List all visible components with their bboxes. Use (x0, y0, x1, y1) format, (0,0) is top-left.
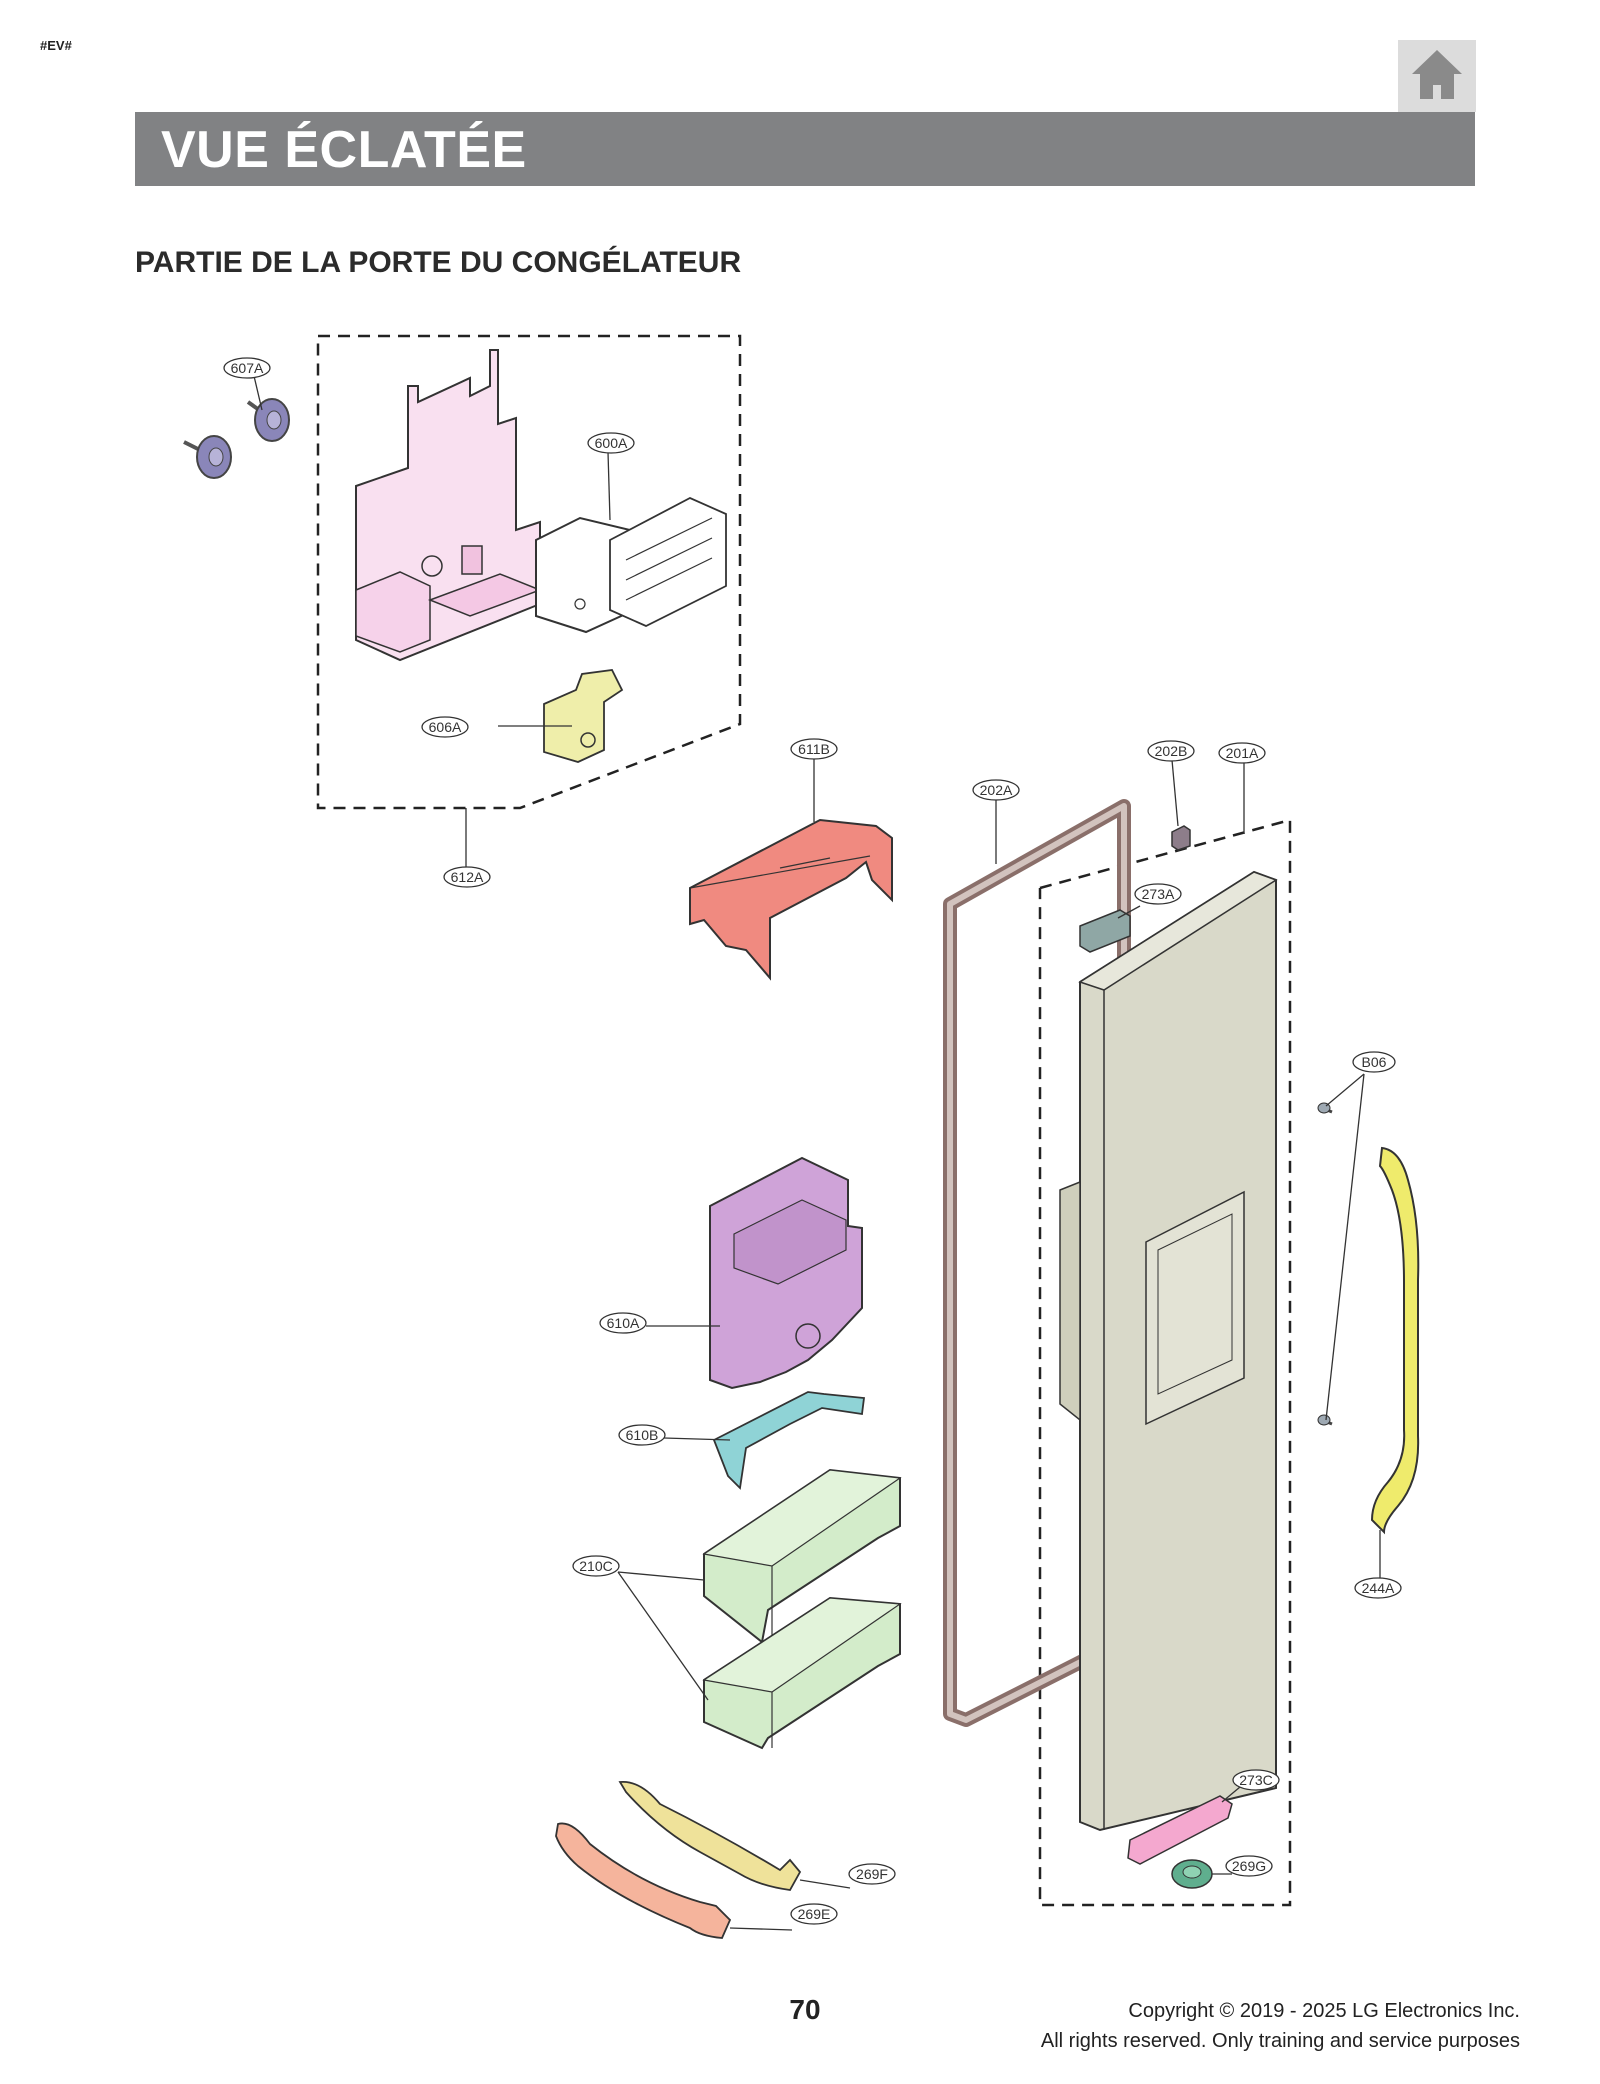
callout-269E: 269E (790, 1903, 838, 1925)
callout-269F: 269F (848, 1863, 896, 1885)
basket-210C-lower (702, 1596, 902, 1750)
svg-text:610A: 610A (607, 1315, 640, 1331)
svg-text:269E: 269E (798, 1906, 831, 1922)
svg-text:B06: B06 (1362, 1054, 1387, 1070)
svg-text:273A: 273A (1142, 886, 1175, 902)
callout-612A: 612A (443, 866, 491, 888)
callout-607A: 607A (223, 357, 271, 379)
gasket-202A (943, 799, 1131, 1727)
svg-text:606A: 606A (429, 719, 462, 735)
group-boundary-612A (316, 334, 742, 810)
plate-273C (1127, 1795, 1233, 1865)
callout-600A: 600A (587, 432, 635, 454)
icemaker-bracket (355, 349, 543, 662)
callout-B06: B06 (1352, 1051, 1396, 1073)
callout-244A: 244A (1354, 1577, 1402, 1599)
svg-text:269G: 269G (1232, 1858, 1266, 1874)
tube-269F (618, 1781, 802, 1891)
page-title: VUE ÉCLATÉE (161, 121, 527, 179)
knob-607A (183, 398, 290, 479)
callout-201A: 201A (1218, 742, 1266, 764)
basket-210C-upper (702, 1468, 902, 1644)
callout-210C: 210C (572, 1555, 620, 1577)
bracket-610B (712, 1391, 866, 1490)
callout-202A: 202A (972, 779, 1020, 801)
svg-text:600A: 600A (595, 435, 628, 451)
callout-202B: 202B (1147, 740, 1195, 762)
title-banner: VUE ÉCLATÉE (135, 112, 1475, 186)
svg-text:612A: 612A (451, 869, 484, 885)
copyright-line-1: Copyright © 2019 - 2025 LG Electronics I… (1128, 2000, 1520, 2022)
home-icon (1412, 50, 1462, 99)
group-boundary-201A (1038, 818, 1292, 1907)
callout-273C: 273C (1232, 1769, 1280, 1791)
callout-273A: 273A (1134, 883, 1182, 905)
section-subtitle: PARTIE DE LA PORTE DU CONGÉLATEUR (135, 246, 742, 279)
callout-606A: 606A (421, 716, 469, 738)
callout-610A: 610A (599, 1312, 647, 1334)
svg-text:269F: 269F (856, 1866, 888, 1882)
door-201A (1059, 870, 1278, 1832)
svg-text:607A: 607A (231, 360, 264, 376)
plug-202B (1171, 825, 1191, 851)
copyright-notice: Copyright © 2019 - 2025 LG Electronics I… (1041, 1996, 1520, 2056)
svg-text:244A: 244A (1362, 1580, 1395, 1596)
icemaker-600A (535, 497, 727, 634)
page-number: 70 (789, 1994, 821, 2025)
copyright-line-2: All rights reserved. Only training and s… (1040, 2030, 1520, 2052)
callout-611B: 611B (790, 738, 838, 760)
callout-610B: 610B (618, 1424, 666, 1446)
svg-text:273C: 273C (1239, 1772, 1272, 1788)
bracket-606A (543, 669, 624, 763)
handle-244A (1370, 1146, 1420, 1535)
svg-text:611B: 611B (798, 741, 830, 757)
bin-610A (709, 1156, 863, 1390)
svg-text:201A: 201A (1226, 745, 1259, 761)
hinge-plate-273A (1079, 909, 1131, 953)
document-tag: #EV# (40, 38, 72, 53)
svg-text:610B: 610B (626, 1427, 659, 1443)
cover-611B (689, 818, 893, 981)
tube-269E (555, 1822, 732, 1939)
screw-B06 (1317, 1102, 1333, 1426)
callout-269G: 269G (1225, 1855, 1273, 1877)
fitting-269G (1171, 1859, 1213, 1889)
svg-text:202A: 202A (980, 782, 1013, 798)
svg-text:202B: 202B (1155, 743, 1188, 759)
svg-text:210C: 210C (579, 1558, 612, 1574)
leader-lines (253, 375, 1381, 1931)
home-button[interactable] (1398, 40, 1476, 112)
